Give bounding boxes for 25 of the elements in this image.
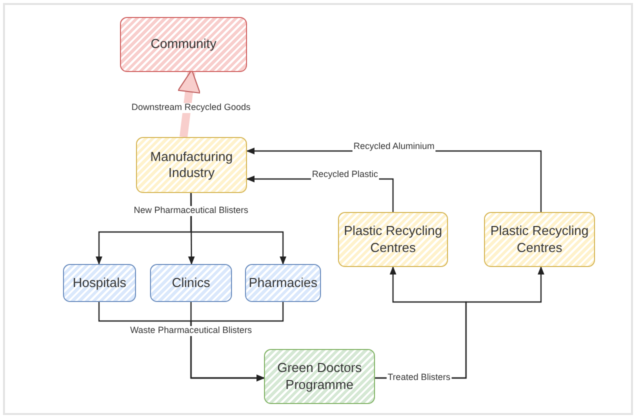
process-box bbox=[120, 17, 247, 72]
node-label: Community bbox=[150, 36, 218, 53]
process-box bbox=[150, 264, 232, 302]
node-label: Plastic Recycling Centres bbox=[489, 223, 590, 256]
process-box bbox=[245, 264, 321, 302]
edge-label: Recycled Plastic bbox=[310, 170, 380, 180]
node-label: Hospitals bbox=[72, 274, 128, 292]
edge-label: Recycled Aluminium bbox=[352, 142, 436, 152]
edge-label: Downstream Recycled Goods bbox=[130, 103, 252, 113]
edge-label: Treated Blisters bbox=[386, 373, 452, 383]
node-label: Manufacturing Industry bbox=[149, 148, 234, 182]
process-box bbox=[264, 349, 375, 404]
node-label: Pharmacies bbox=[248, 274, 318, 292]
edge-label: Waste Pharmaceutical Blisters bbox=[129, 326, 253, 336]
node-label: Clinics bbox=[170, 274, 212, 292]
process-box bbox=[136, 137, 247, 193]
process-box bbox=[484, 212, 595, 267]
edge-label: New Pharmaceutical Blisters bbox=[132, 206, 250, 216]
process-box bbox=[338, 212, 448, 267]
arrow bbox=[190, 302, 284, 382]
node-label: Green Doctors Programme bbox=[276, 360, 363, 393]
arrow bbox=[190, 193, 286, 265]
thick-arrow bbox=[178, 69, 201, 138]
process-box bbox=[63, 264, 136, 302]
node-label: Plastic Recycling Centres bbox=[342, 223, 444, 256]
